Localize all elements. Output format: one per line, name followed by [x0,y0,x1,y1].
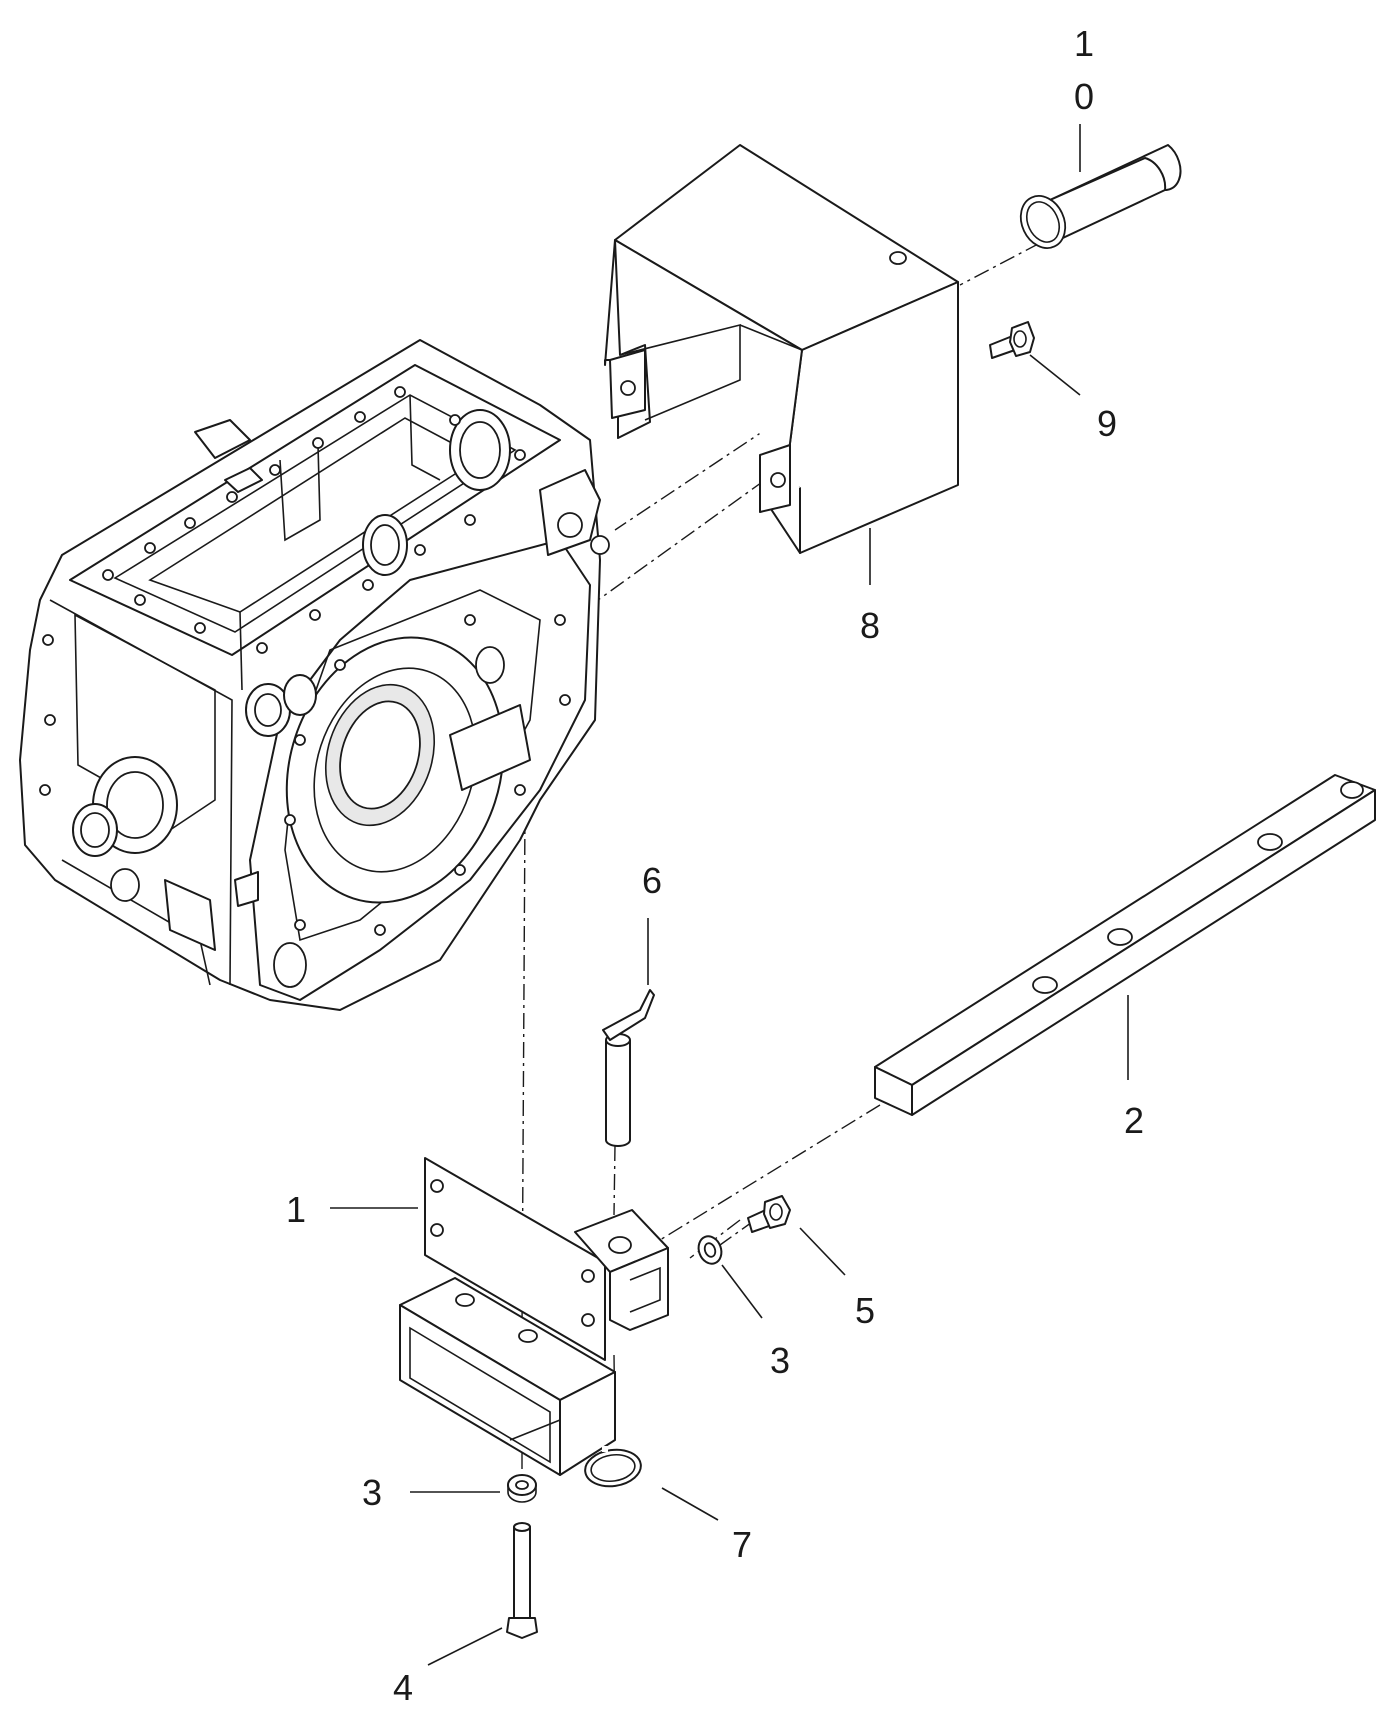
callout-6: 6 [642,860,662,901]
part-4-bolt [506,1522,538,1639]
callout-9: 9 [1097,403,1117,444]
part-9-bolt [989,321,1035,359]
part-5-bolt [747,1195,791,1233]
part-7-snap-ring [584,1446,642,1488]
callout-10-top: 1 [1074,23,1094,64]
part-1-bracket [399,1157,669,1476]
callout-8: 8 [860,605,880,646]
housing-bolt-holes [39,386,571,936]
leader-lines [330,124,1129,1666]
callout-1: 1 [286,1189,306,1230]
part-3-washer-right [697,1235,723,1265]
part-3-washer-left [507,1474,537,1503]
transmission-housing [19,339,610,1011]
part-2-drawbar [874,774,1376,1116]
callout-3-right: 3 [770,1340,790,1381]
part-6-pin [602,989,655,1147]
callout-labels: 1 0 9 8 6 2 1 5 3 3 7 4 [286,23,1144,1708]
callout-7: 7 [732,1524,752,1565]
part-10-sleeve [1019,144,1182,249]
callout-10-bottom: 0 [1074,76,1094,117]
callout-5: 5 [855,1290,875,1331]
callout-3-left: 3 [362,1472,382,1513]
callout-2: 2 [1124,1100,1144,1141]
callout-4: 4 [393,1667,413,1708]
part-8-cover-shield [604,144,959,554]
